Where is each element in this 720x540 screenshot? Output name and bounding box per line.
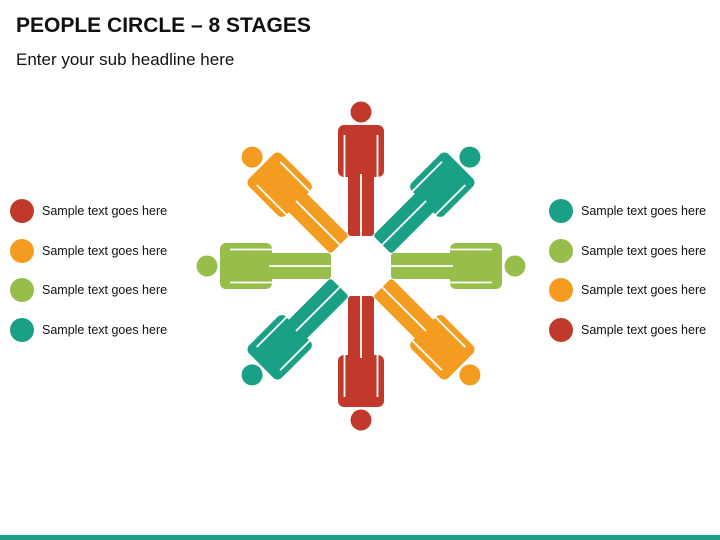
legend-left-item-2: Sample text goes here <box>10 238 167 264</box>
legend-text: Sample text goes here <box>42 204 168 218</box>
person-torso <box>220 243 272 289</box>
person-head <box>350 101 372 123</box>
person-figure-4-icon <box>374 279 481 386</box>
person-arm-line <box>408 161 443 196</box>
legend-text: Sample text goes here <box>581 204 707 218</box>
legend-text: Sample text goes here <box>581 283 707 297</box>
legend-right: Sample text goes here Sample text goes h… <box>549 198 706 356</box>
legend-left: Sample text goes here Sample text goes h… <box>10 198 167 356</box>
legend-left-item-4: Sample text goes here <box>10 317 167 343</box>
footer-bar <box>0 535 720 540</box>
person-head <box>459 364 481 386</box>
legend-dot-icon <box>10 317 34 342</box>
person-figure-2-icon <box>374 146 481 253</box>
person-leg-line <box>295 200 341 246</box>
legend-text: Sample text goes here <box>42 322 168 337</box>
legend-dot-icon <box>549 199 573 223</box>
person-arm-line <box>279 161 314 196</box>
person-arm-line <box>279 336 314 371</box>
person-arm-line <box>408 336 443 371</box>
legend-dot-icon <box>10 278 34 302</box>
legend-dot-icon <box>549 278 573 302</box>
legend-dot-icon <box>10 199 34 223</box>
legend-dot-icon <box>549 238 573 263</box>
legend-dot-icon <box>549 317 573 342</box>
person-arm-line <box>431 313 466 348</box>
legend-right-item-1: Sample text goes here <box>549 198 706 224</box>
person-arm-line <box>256 184 291 219</box>
person-figure-8-icon <box>241 146 348 253</box>
person-torso <box>450 243 502 289</box>
person-head <box>504 255 526 277</box>
legend-left-item-3: Sample text goes here <box>10 277 167 303</box>
person-head <box>196 255 218 277</box>
person-leg-line <box>295 286 341 332</box>
legend-text: Sample text goes here <box>42 243 168 258</box>
person-arm-line <box>431 184 466 219</box>
legend-dot-icon <box>10 238 34 263</box>
person-figure-1-icon <box>338 101 384 236</box>
legend-text: Sample text goes here <box>581 322 707 337</box>
person-torso <box>338 125 384 177</box>
person-figure-3-icon <box>391 243 526 289</box>
legend-right-item-2: Sample text goes here <box>549 238 706 264</box>
legend-left-item-1: Sample text goes here <box>10 198 167 224</box>
page-title: PEOPLE CIRCLE – 8 STAGES <box>16 14 311 37</box>
legend-right-item-3: Sample text goes here <box>549 277 706 303</box>
person-head <box>241 364 263 386</box>
legend-right-item-4: Sample text goes here <box>549 317 706 343</box>
legend-text: Sample text goes here <box>581 243 707 258</box>
person-head <box>241 146 263 168</box>
person-figure-6-icon <box>241 279 348 386</box>
page-subtitle: Enter your sub headline here <box>16 50 235 69</box>
legend-text: Sample text goes here <box>42 283 168 297</box>
person-arm-line <box>256 313 291 348</box>
person-figure-7-icon <box>196 243 331 289</box>
person-leg-line <box>381 286 427 332</box>
person-torso <box>338 355 384 407</box>
person-head <box>350 409 372 431</box>
person-head <box>459 146 481 168</box>
person-figure-5-icon <box>338 296 384 431</box>
person-leg-line <box>381 200 427 246</box>
